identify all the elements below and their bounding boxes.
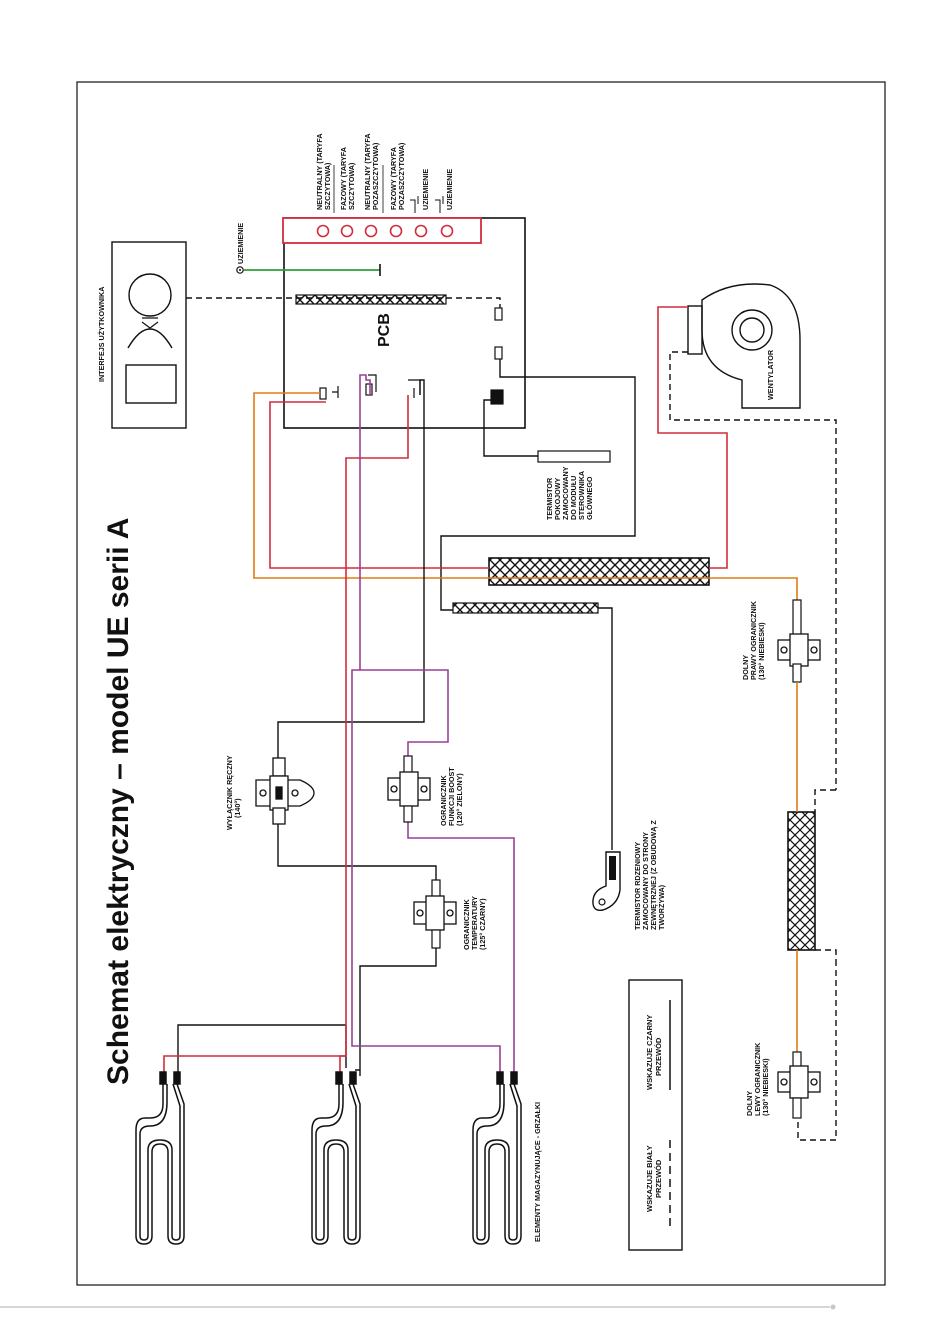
boost-wire-c bbox=[351, 669, 501, 1072]
pcb-relay-b bbox=[365, 383, 373, 396]
lower-left-limiter-stem bbox=[792, 1097, 802, 1119]
fan-icon bbox=[687, 283, 801, 409]
pcb-relay-contact-b bbox=[368, 374, 377, 392]
lower-left-limiter-icon bbox=[777, 1065, 821, 1099]
temp-limiter-stem bbox=[431, 929, 441, 949]
user-interface-knob-icon bbox=[128, 273, 172, 317]
terminal-ground-arrows bbox=[410, 196, 444, 213]
user-interface-label: INTERFEJS UŻYTKOWNIKA bbox=[97, 287, 106, 382]
diagram-title: Schemat elektryczny – model UE serii A bbox=[102, 518, 135, 1085]
room-thermistor-wire bbox=[483, 399, 538, 457]
neutral-wire-switch bbox=[277, 379, 425, 765]
ground-pcb-label: UZIEMIENIE bbox=[236, 223, 245, 264]
page-footer-dot bbox=[830, 1304, 836, 1310]
lower-right-limiter-label: DOLNYPRAWY OGRANICZNIK(130° NIEBIESKI) bbox=[741, 600, 766, 680]
room-thermistor-label: TERMISTORPOKOJOWYZAMOCOWANYDO MODUŁUSTER… bbox=[545, 466, 594, 520]
lower-left-limiter-label: DOLNYLEWY OGRANICZNIK(130° NIEBIESKI) bbox=[745, 1042, 770, 1116]
fan-black-wire bbox=[669, 351, 837, 790]
terminal-screw bbox=[414, 224, 428, 238]
boost-wire-b bbox=[407, 822, 515, 1072]
heating-elements-label: ELEMENTY MAGAZYNUJĄCE - GRZAŁKI bbox=[533, 1102, 542, 1242]
manual-switch-icon bbox=[255, 757, 315, 825]
terminal-screw bbox=[316, 224, 330, 238]
user-interface-link bbox=[186, 297, 501, 308]
terminal-label-3: NEUTRALNY (TARYFAPOZASZCZYTOWA) bbox=[363, 133, 380, 210]
terminal-screw bbox=[389, 224, 403, 238]
lower-right-limiter-stem bbox=[792, 663, 802, 683]
pcb-connector-b bbox=[494, 346, 503, 360]
core-thermistor-label: TERMISTOR RDZENIOWYZAMOCOWANY DO STRONYZ… bbox=[633, 820, 666, 930]
pcb-relay-a bbox=[319, 387, 327, 400]
temp-limiter-icon bbox=[413, 895, 457, 931]
terminal-screws bbox=[316, 224, 454, 238]
terminal-label-1: NEUTRALNY (TARYFASZCZYTOWA) bbox=[315, 133, 332, 210]
terminal-label-6: UZIEMIENIE bbox=[445, 169, 454, 210]
temp-limiter-label: OGRANICZNIKTEMPERATURY(125° CZARNY) bbox=[462, 896, 487, 950]
user-interface-arrows-icon bbox=[141, 317, 159, 329]
pcb-label: PCB bbox=[376, 313, 393, 347]
user-interface-panel bbox=[111, 241, 187, 429]
phase-wire-upper bbox=[269, 401, 489, 569]
phase-wire-heaters-b bbox=[339, 1055, 346, 1074]
neutral-wire-switch-out bbox=[277, 808, 437, 880]
lower-right-limiter-icon bbox=[777, 633, 821, 667]
boost-limiter-icon bbox=[387, 771, 431, 807]
core-thermistor-wire-b bbox=[598, 607, 613, 850]
vertical-heating-strip bbox=[787, 811, 816, 951]
terminal-label-4: FAZOWY (TARYFAPOZASZCZYTOWA) bbox=[389, 142, 406, 210]
dashed-link-right bbox=[797, 789, 837, 1141]
legend-black-wire-label: WSKAZUJE CZARNYPRZEWÓD bbox=[645, 1015, 663, 1090]
core-thermistor-strip bbox=[452, 602, 599, 614]
boost-limiter-probe bbox=[403, 755, 413, 775]
pcb-relay-contact-c bbox=[408, 379, 421, 398]
heating-element-3 bbox=[472, 1071, 522, 1245]
terminal-screw bbox=[340, 224, 354, 238]
pcb-connector-a bbox=[494, 307, 503, 321]
heating-element-2 bbox=[311, 1071, 361, 1245]
main-heating-strip bbox=[488, 557, 710, 586]
terminal-label-5: UZIEMIENIE bbox=[421, 169, 430, 210]
pcb-connector-strip bbox=[295, 294, 447, 305]
lower-right-limiter-probe bbox=[792, 599, 802, 639]
core-thermistor-sensor bbox=[592, 851, 621, 911]
pcb-relay-contact-a bbox=[332, 386, 339, 398]
fan-phase-wire bbox=[657, 306, 728, 569]
thermostat-wire-upper bbox=[253, 392, 798, 600]
core-thermistor-wire-a bbox=[440, 359, 636, 611]
legend-box bbox=[628, 979, 683, 1251]
diagram-frame bbox=[76, 81, 886, 1286]
manual-switch-label: WYŁĄCZNIK RĘCZNY(140°) bbox=[225, 755, 242, 830]
fan-label: WENTYLATOR bbox=[766, 349, 775, 400]
terminal-screw bbox=[440, 224, 454, 238]
ground-terminal-dot bbox=[239, 269, 241, 271]
user-interface-arc bbox=[127, 328, 173, 349]
room-thermistor bbox=[537, 450, 611, 463]
legend-white-wire-label: WSKAZUJE BIAŁYPRZEWÓD bbox=[645, 1145, 663, 1212]
heating-element-1 bbox=[135, 1071, 185, 1245]
user-interface-display bbox=[125, 364, 177, 404]
terminal-screw bbox=[364, 224, 378, 238]
boost-limiter-label: OGRANICZNIKFUNKCJI BOOST(120° ZIELONY) bbox=[439, 767, 464, 826]
neutral-wire-heaters bbox=[177, 948, 437, 1076]
terminal-label-2: FAZOWY (TARYFASZCZYTOWA) bbox=[339, 147, 356, 210]
phase-wire-heaters bbox=[163, 395, 409, 1074]
boost-wire-a bbox=[359, 374, 449, 756]
boost-limiter-stem bbox=[403, 805, 413, 823]
pcb-connector-c bbox=[490, 389, 504, 405]
